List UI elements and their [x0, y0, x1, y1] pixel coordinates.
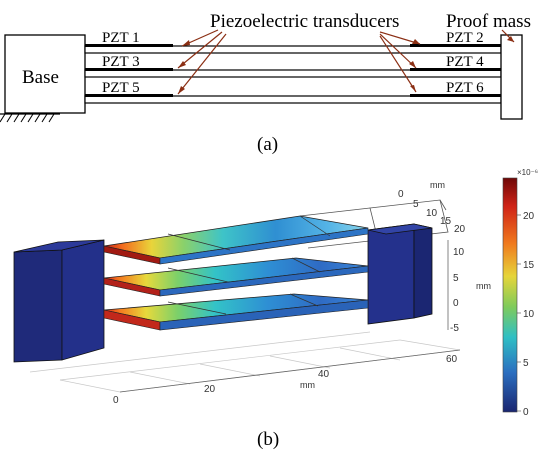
x-tick-60: 60	[446, 354, 458, 365]
base-block	[4, 34, 86, 114]
colorbar-tick-15: 15	[523, 260, 535, 271]
z-tick-0: 0	[453, 298, 459, 309]
beam-middle	[103, 257, 369, 297]
pzt-2-label: PZT 2	[446, 30, 484, 46]
y-unit: mm	[430, 180, 445, 190]
caption-b: (b)	[257, 429, 279, 450]
z-tick-5: 5	[453, 273, 459, 284]
caption-a: (a)	[257, 134, 278, 155]
x-unit: mm	[300, 380, 315, 390]
pzt-5-label: PZT 5	[102, 80, 140, 96]
pzt-3-label: PZT 3	[102, 54, 140, 70]
x-tick-0: 0	[113, 395, 119, 406]
panel-b-simulation: 0 20 40 60 mm 0 5 10 15 20 mm 10 5 0 -5 …	[4, 160, 540, 450]
z-axis: 10 5 0 -5 mm	[447, 240, 491, 334]
z-tick-10: 10	[453, 247, 465, 258]
colorbar-exponent: ×10⁻⁶	[517, 168, 538, 177]
colorbar-tick-0: 0	[523, 407, 529, 418]
transducers-label: Piezoelectric transducers	[210, 11, 399, 32]
pzt-layers	[85, 44, 501, 97]
arrow-heads	[178, 36, 514, 94]
y-tick-20: 20	[454, 224, 466, 235]
x-tick-40: 40	[318, 369, 330, 380]
beam-bottom	[103, 293, 369, 331]
pzt-1-label: PZT 1	[102, 30, 140, 46]
y-tick-0: 0	[398, 189, 404, 200]
proof-mass-block	[500, 34, 523, 120]
y-tick-5: 5	[413, 199, 419, 210]
y-tick-10: 10	[426, 208, 438, 219]
colorbar-tick-10: 10	[523, 309, 535, 320]
colorbar-tick-5: 5	[523, 358, 529, 369]
proof-mass-label: Proof mass	[446, 11, 531, 32]
panel-a-schematic: Base Piezoelectric transducers Proof mas…	[0, 11, 531, 155]
base-label: Base	[22, 67, 59, 88]
colorbar: ×10⁻⁶ 20 15 10 5 0	[502, 168, 538, 418]
x-tick-20: 20	[204, 384, 216, 395]
proof-mass-3d	[367, 223, 433, 325]
z-unit: mm	[476, 281, 491, 291]
ground-hatching	[0, 113, 55, 123]
beam-top	[103, 215, 369, 265]
z-tick-neg5: -5	[450, 323, 459, 334]
colorbar-tick-20: 20	[523, 211, 535, 222]
pzt-6-label: PZT 6	[446, 80, 484, 96]
colorbar-gradient	[502, 177, 518, 413]
y-axis: 0 5 10 15 20 mm	[398, 180, 466, 235]
x-axis: 0 20 40 60 mm	[113, 349, 461, 406]
base-block-3d	[13, 239, 105, 363]
pzt-4-label: PZT 4	[446, 54, 484, 70]
y-tick-15: 15	[440, 216, 452, 227]
